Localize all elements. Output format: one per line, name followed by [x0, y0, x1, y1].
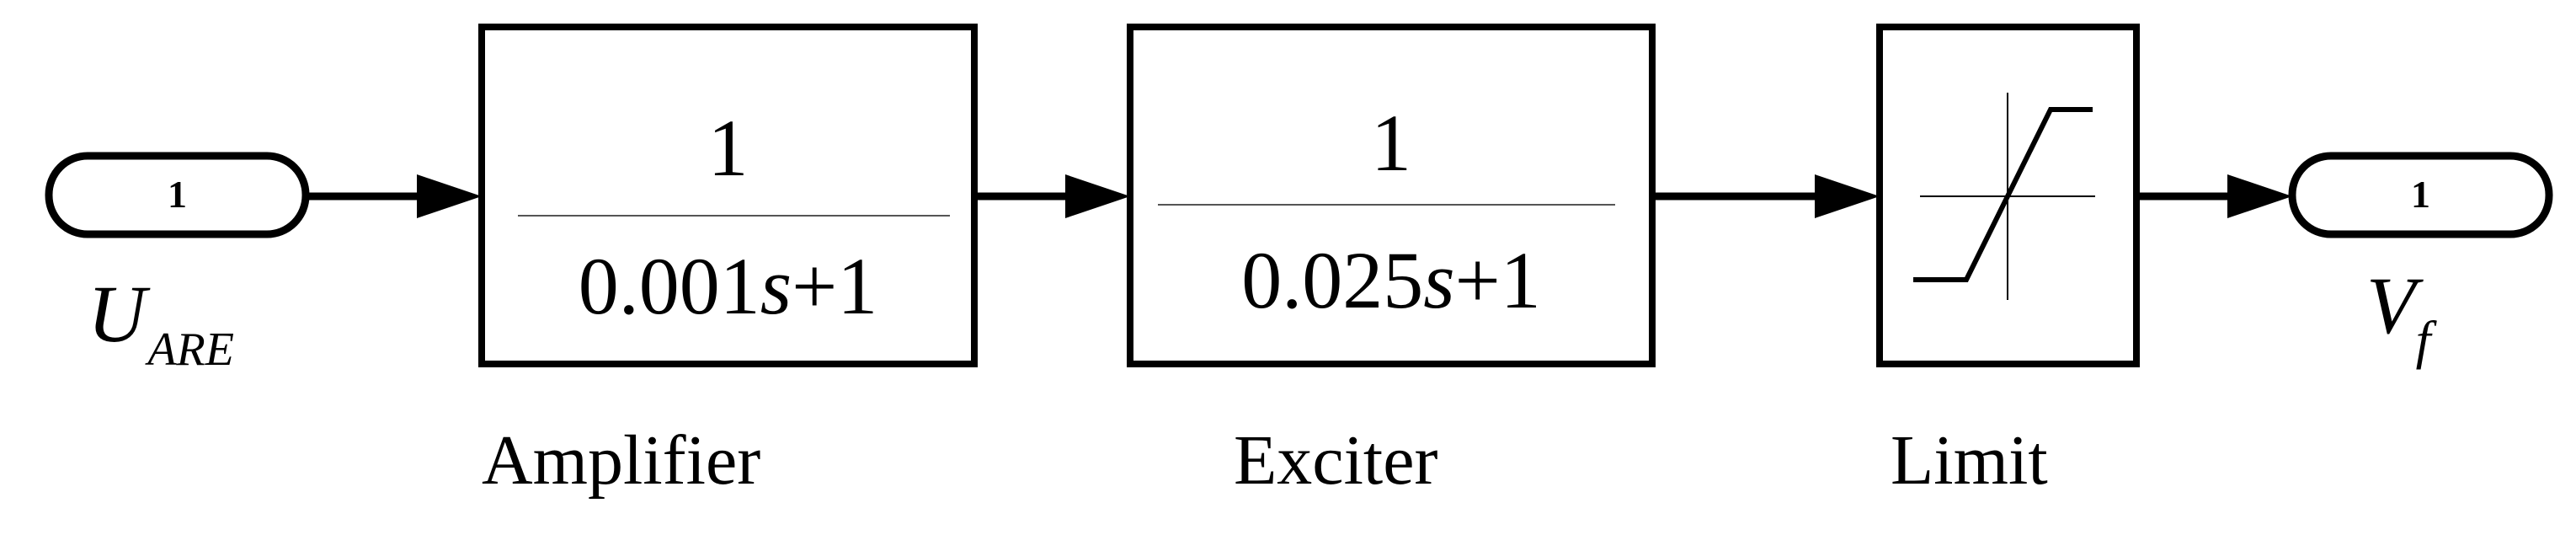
amplifier-den-coef: 0.001: [578, 241, 760, 331]
input-signal-symbol: U: [88, 269, 147, 359]
output-port-number: 1: [2411, 173, 2430, 216]
exciter-label: Exciter: [1234, 421, 1438, 500]
exciter-den-var: s: [1423, 235, 1455, 325]
amplifier-den-var: s: [760, 241, 792, 331]
exciter-numerator: 1: [1371, 98, 1411, 188]
output-signal-symbol: V: [2366, 260, 2416, 350]
output-signal-subscript: f: [2415, 310, 2431, 370]
input-signal-subscript: ARE: [147, 324, 234, 376]
amplifier-den-rest: +1: [792, 241, 878, 331]
amplifier-denominator: 0.001s+1: [482, 246, 974, 327]
exciter-denominator: 0.025s+1: [1130, 240, 1652, 321]
output-port[interactable]: [2288, 152, 2553, 238]
exciter-den-coef: 0.025: [1241, 235, 1424, 325]
arrowhead-limit: [1815, 174, 1880, 218]
amplifier-block[interactable]: [478, 24, 978, 367]
input-port-number: 1: [168, 173, 187, 216]
arrowhead-amplifier: [417, 174, 482, 218]
exciter-block[interactable]: [1127, 24, 1656, 367]
saturation-icon: [1913, 93, 2095, 300]
limit-label: Limit: [1891, 421, 2048, 500]
arrowhead-exciter: [1065, 174, 1130, 218]
amplifier-label: Amplifier: [482, 421, 761, 500]
arrowhead-output: [2227, 174, 2292, 218]
input-signal-label: UARE: [88, 274, 234, 374]
exciter-den-rest: +1: [1454, 235, 1541, 325]
amplifier-numerator: 1: [707, 103, 749, 193]
output-signal-label: Vf: [2366, 265, 2430, 367]
